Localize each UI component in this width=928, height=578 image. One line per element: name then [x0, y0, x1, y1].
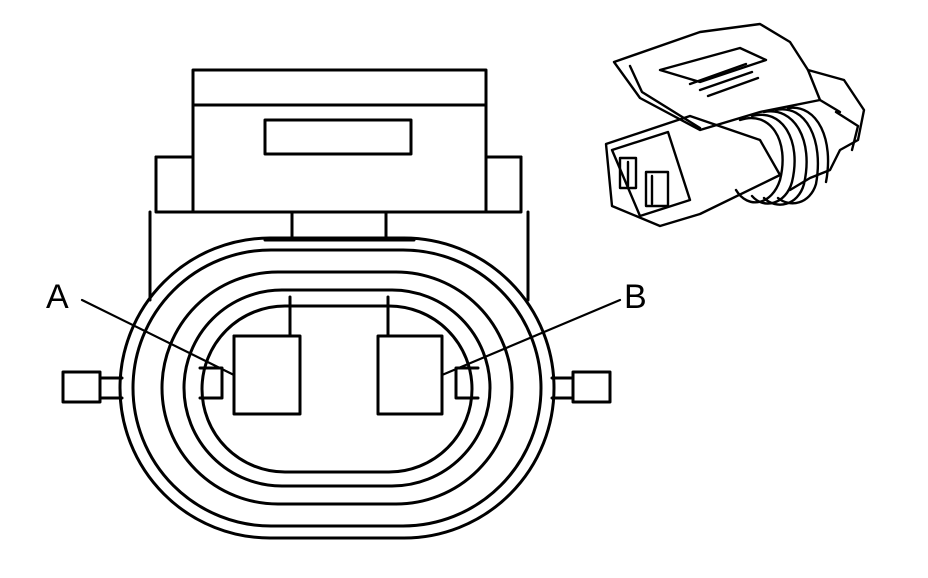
terminal-cavity-wall — [198, 295, 480, 400]
callout-a-leader — [80, 298, 236, 377]
connector-isometric-icon — [604, 22, 866, 228]
connector-shoulders — [148, 155, 530, 302]
connector-locking-tab — [191, 68, 488, 214]
right-mounting-ear — [550, 370, 612, 404]
terminal-a — [232, 334, 302, 416]
connector-center-key — [263, 210, 416, 242]
terminal-b — [376, 334, 444, 416]
callout-b-leader — [440, 298, 622, 377]
connector-oval-housing — [118, 236, 556, 540]
callout-a-label: A — [46, 278, 69, 316]
callout-b-label: B — [624, 278, 647, 316]
left-mounting-ear — [61, 370, 124, 404]
